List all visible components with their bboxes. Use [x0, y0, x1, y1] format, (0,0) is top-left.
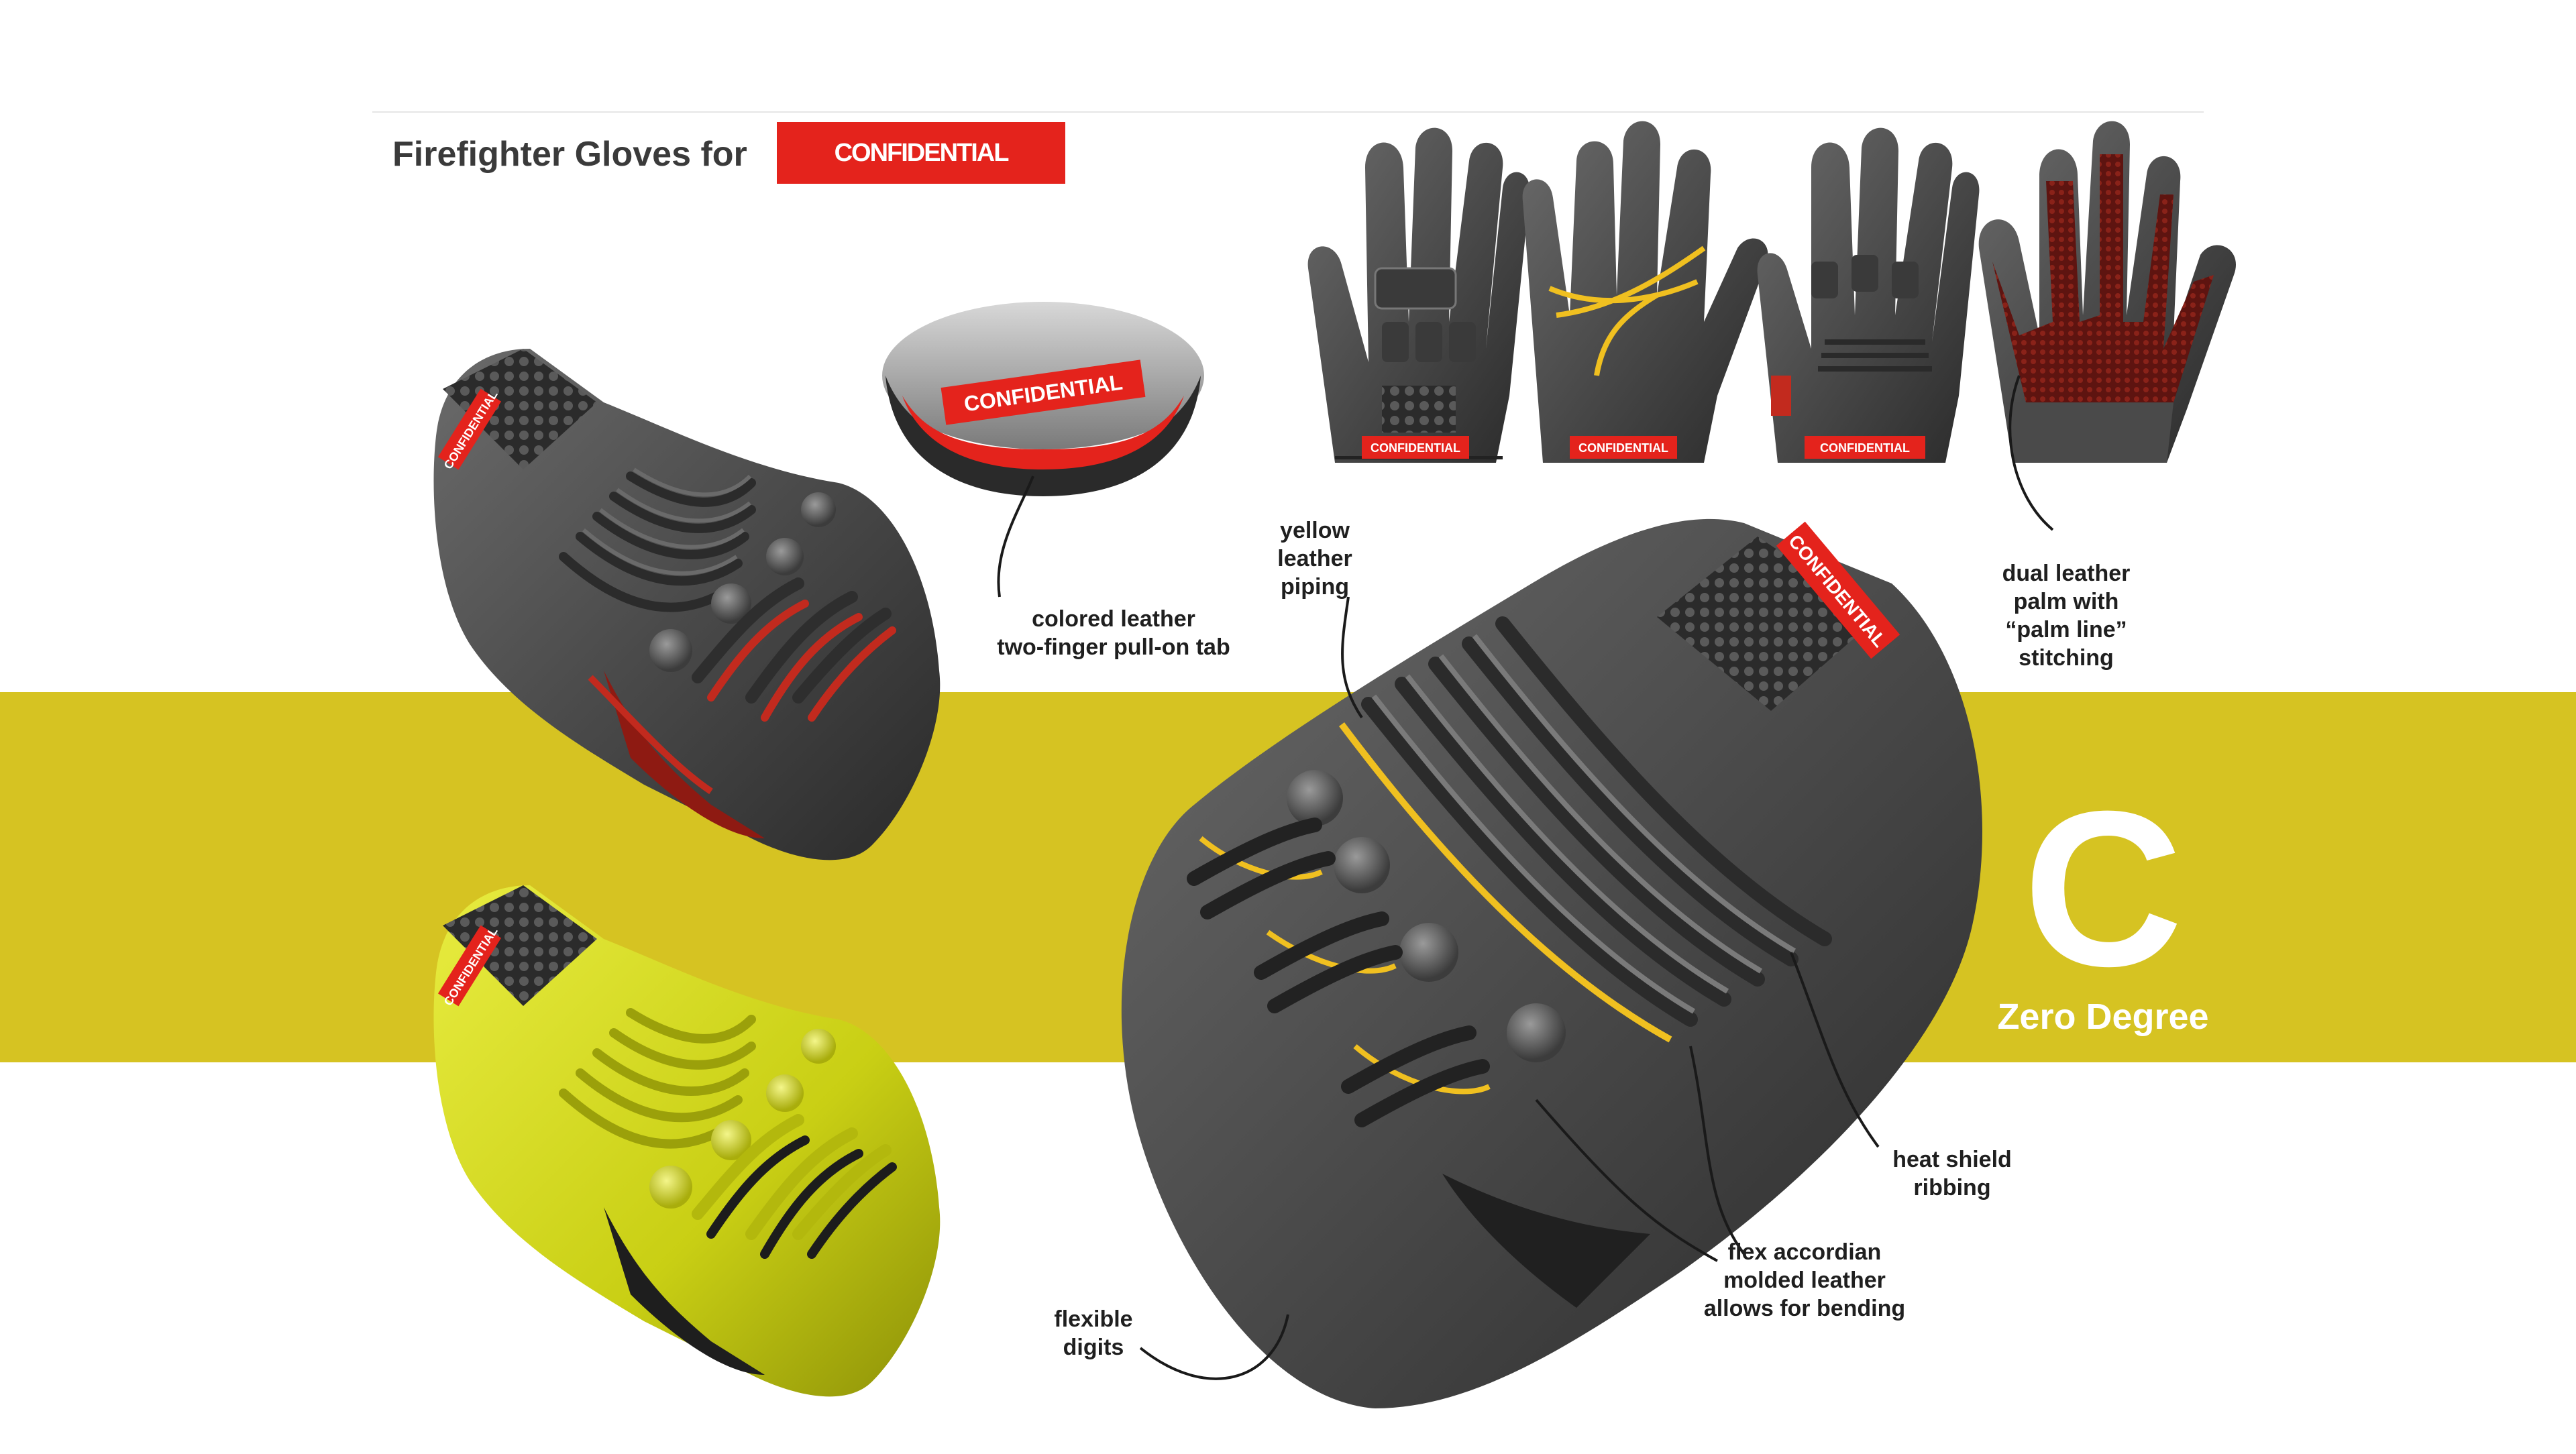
annotation-line: yellow [1280, 518, 1350, 543]
annotation-pull-tab: colored leather two-finger pull-on tab [966, 605, 1261, 661]
annotation-line: digits [1063, 1335, 1124, 1360]
glove-back-view-3: CONFIDENTIAL [1757, 127, 1980, 463]
annotation-line: stitching [2019, 645, 2114, 671]
pull-on-tab-illustration: CONFIDENTIAL [882, 302, 1204, 496]
page-title: Firefighter Gloves for [392, 135, 747, 174]
glove-palm-view-2: CONFIDENTIAL [1522, 121, 1768, 463]
annotation-line: dual leather [2002, 561, 2131, 586]
annotation-line: ribbing [1913, 1175, 1991, 1200]
annotation-line: leather [1277, 546, 1352, 571]
annotation-line: molded leather [1723, 1268, 1886, 1293]
annotation-line: “palm line” [2005, 617, 2127, 642]
annotation-line: heat shield [1892, 1147, 2012, 1172]
annotation-line: allows for bending [1703, 1296, 1906, 1321]
annotation-accordian: flex accordian molded leather allows for… [1690, 1238, 1919, 1323]
glove-palm-view-4 [1978, 121, 2237, 463]
header-divider [372, 111, 2204, 113]
annotation-line: colored leather [1032, 606, 1195, 632]
annotation-digits: flexible digits [1033, 1305, 1154, 1361]
annotation-heat-shield: heat shield ribbing [1872, 1145, 2033, 1202]
glove-dark-topleft: CONFIDENTIAL [433, 349, 941, 860]
glove-back-view-1: CONFIDENTIAL [1307, 127, 1530, 463]
tab-label-glove2: CONFIDENTIAL [1578, 441, 1668, 455]
confidential-badge: CONFIDENTIAL [777, 122, 1065, 184]
annotation-line: flex accordian [1727, 1239, 1882, 1265]
tab-label-glove1: CONFIDENTIAL [1371, 441, 1460, 455]
brand-letter: C [2023, 765, 2184, 1012]
annotation-leader-lines [997, 375, 2054, 1380]
annotation-line: palm with [2013, 589, 2119, 614]
tab-label-glove3: CONFIDENTIAL [1820, 441, 1910, 455]
annotation-line: piping [1281, 574, 1349, 600]
annotation-line: two-finger pull-on tab [997, 634, 1230, 660]
annotation-piping: yellow leather piping [1261, 516, 1368, 601]
brand-tagline: Zero Degree [1997, 997, 2209, 1037]
annotation-palm: dual leather palm with “palm line” stitc… [1976, 559, 2157, 672]
glove-yellow-bottomleft: CONFIDENTIAL [433, 885, 941, 1397]
annotation-line: flexible [1054, 1306, 1133, 1332]
glove-dark-main: CONFIDENTIAL [1121, 518, 1982, 1408]
